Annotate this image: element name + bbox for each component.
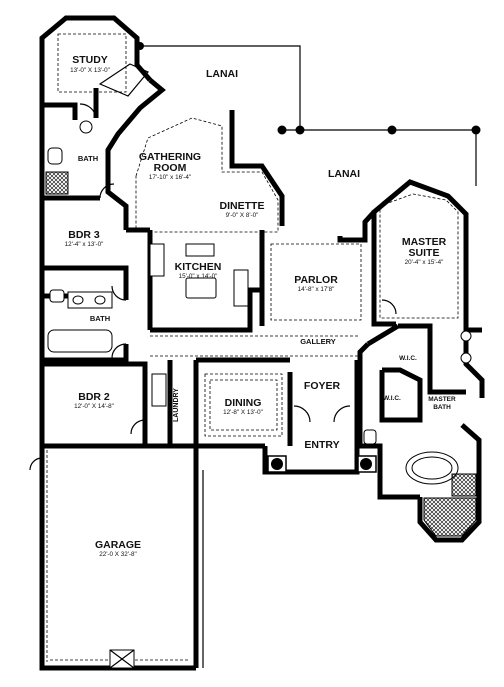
bay-window-hatch — [423, 497, 477, 537]
study-label: STUDY — [72, 54, 108, 66]
column-icon — [271, 458, 283, 470]
garage-label: GARAGE — [95, 539, 141, 551]
toilet-icon — [363, 429, 377, 445]
gathering-label-1: GATHERING — [139, 151, 201, 163]
master-suite-label-1: MASTER — [402, 236, 447, 248]
wic-left-label: W.I.C. — [383, 395, 401, 402]
doors — [29, 63, 397, 471]
shower-icon — [451, 473, 477, 497]
bath-mid-label: BATH — [90, 314, 110, 323]
cooktop-icon — [233, 269, 249, 307]
foyer-label: FOYER — [304, 380, 341, 392]
master-bath-label-2: BATH — [433, 404, 451, 411]
dinette-dim: 9'-0" X 8'-0" — [226, 212, 259, 219]
master-suite-label-2: SUITE — [409, 247, 440, 259]
sink-icon — [460, 352, 472, 364]
interior-walls — [42, 78, 466, 449]
entry-label: ENTRY — [304, 439, 339, 451]
bdr3-dim: 12'-4" x 13'-0" — [65, 241, 104, 248]
dinette-label: DINETTE — [220, 200, 265, 212]
kitchen-sink-icon — [185, 243, 215, 257]
bath-upper-label: BATH — [78, 154, 98, 163]
bdr2-label: BDR 2 — [78, 391, 110, 403]
gathering-label-2: ROOM — [154, 162, 187, 174]
master-suite-dim: 20'-4" x 15'-4" — [405, 259, 444, 266]
column-icon — [360, 458, 372, 470]
dining-dim: 12'-8" X 13'-0" — [223, 409, 263, 416]
lanai-outline — [136, 42, 481, 186]
study-dim: 13'-0" X 13'-0" — [70, 67, 110, 74]
lanai-mid-label: LANAI — [328, 168, 360, 180]
fixtures — [45, 120, 477, 669]
kitchen-dim: 15'-0" x 14'-0" — [179, 273, 218, 280]
wic-right-label: W.I.C. — [399, 355, 417, 362]
exterior-walls — [39, 15, 485, 671]
toilet-icon — [47, 147, 63, 165]
laundry-label: LAUNDRY — [173, 388, 180, 422]
dining-label: DINING — [225, 397, 262, 409]
gathering-dim: 17'-10" x 16'-4" — [149, 174, 191, 181]
parlor-dim: 14'-8" x 17'8" — [298, 286, 335, 293]
kitchen-island — [185, 277, 217, 299]
gallery-label: GALLERY — [300, 337, 336, 346]
parlor-label: PARLOR — [294, 274, 338, 286]
master-bath-label-1: MASTER — [428, 396, 456, 403]
sink-icon — [460, 330, 472, 342]
garage-dim: 22'-0 X 32'-8" — [99, 551, 137, 558]
bathtub-icon — [47, 329, 113, 353]
shower-icon — [45, 171, 69, 195]
kitchen-label: KITCHEN — [175, 261, 222, 273]
pantry-icon — [149, 243, 165, 277]
lanai-top-label: LANAI — [206, 68, 238, 80]
room-labels: STUDY 13'-0" X 13'-0" LANAI LANAI BATH G… — [65, 54, 456, 558]
washer-dryer-icon — [151, 373, 167, 407]
toilet-icon — [49, 289, 65, 303]
bdr2-dim: 12'-0" X 14'-8" — [74, 403, 114, 410]
sink-icon — [79, 120, 93, 134]
bdr3-label: BDR 3 — [68, 229, 100, 241]
